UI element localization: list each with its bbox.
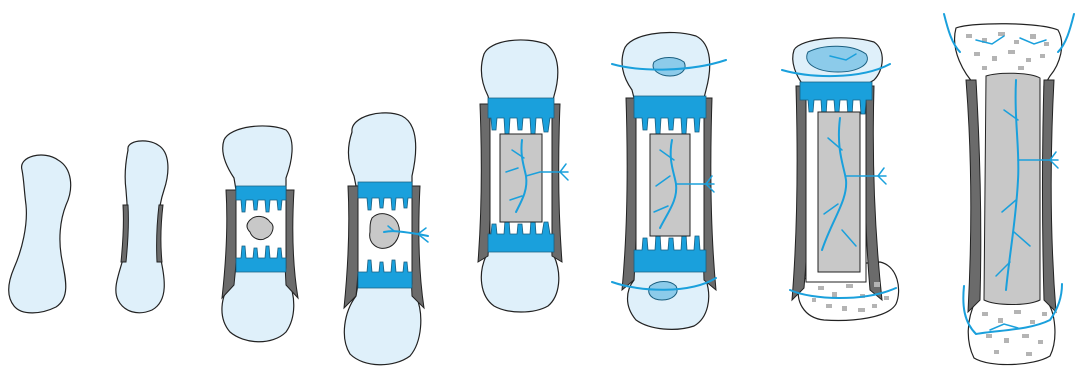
stage-6-secondary-ossification [612,32,726,329]
stage-5-primary-ossification [478,40,568,312]
stage-3-calcification [222,126,298,342]
stage-4-periosteal-bud [344,113,428,365]
stage-1-cartilage-model [9,155,71,313]
stage-8-mature-bone [944,14,1074,365]
stage-7-epiphyseal-ossification [782,38,899,321]
stage-2-bone-collar [116,141,168,313]
